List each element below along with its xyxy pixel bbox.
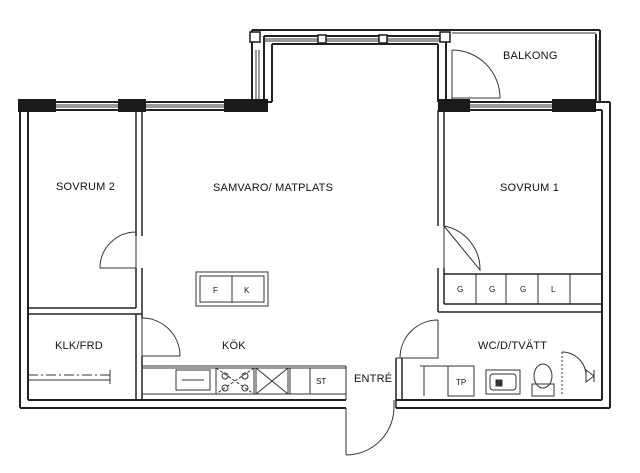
room-label-sovrum-1: SOVRUM 1 xyxy=(500,182,560,194)
doors xyxy=(99,49,501,456)
room-label-samvaro-matplats: SAMVARO/ MATPLATS xyxy=(213,182,334,194)
room-label-entre: ENTRÉ xyxy=(354,373,393,385)
island-label-f: F xyxy=(213,286,218,295)
room-label-klk-frd: KLK/FRD xyxy=(55,340,103,352)
room-label-kok: KÖK xyxy=(222,340,246,352)
island-label-k: K xyxy=(244,286,250,295)
utility-label-tp: TP xyxy=(456,378,467,387)
storage-label-st: ST xyxy=(316,377,327,386)
window-frames xyxy=(249,31,451,44)
window-blocks xyxy=(18,99,596,112)
interior-walls xyxy=(28,110,602,408)
room-label-sovrum-2: SOVRUM 2 xyxy=(56,181,116,193)
wardrobe-label-1: G xyxy=(457,285,464,294)
wardrobe-label-2: G xyxy=(489,285,496,294)
wardrobe-dividers xyxy=(475,274,571,304)
kitchen-island xyxy=(195,271,269,307)
kitchen-counter xyxy=(142,365,347,400)
klk-rail xyxy=(28,370,111,384)
room-label-wc-d-tvatt: WC/D/TVÄTT xyxy=(478,340,548,352)
wardrobe-label-3: G xyxy=(520,285,527,294)
wc-fixtures xyxy=(420,351,595,397)
room-label-balkong: BALKONG xyxy=(503,50,558,62)
wardrobe-label-4: L xyxy=(551,285,556,294)
window-bands xyxy=(56,32,600,108)
